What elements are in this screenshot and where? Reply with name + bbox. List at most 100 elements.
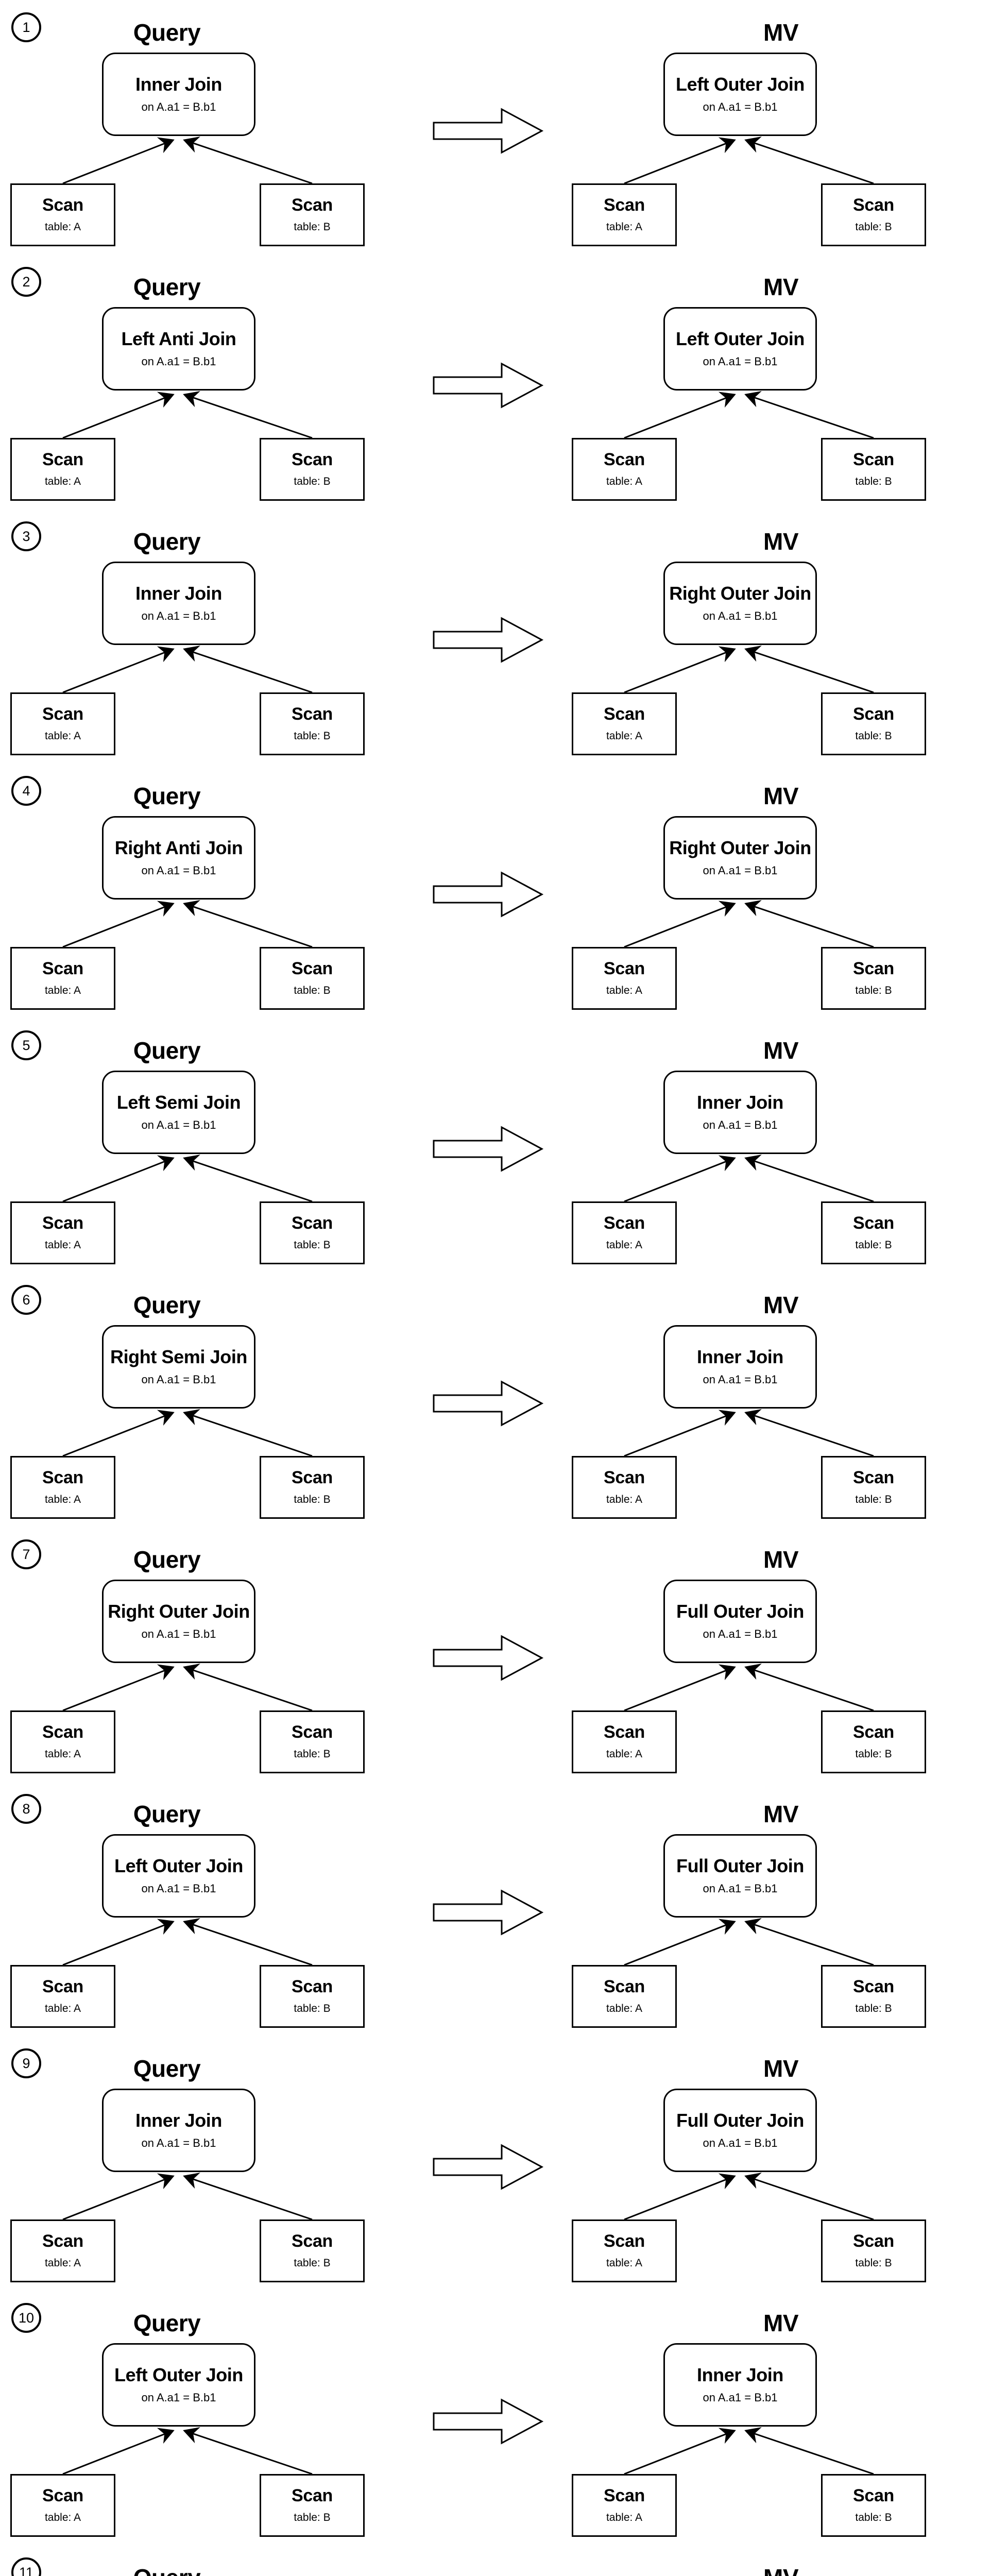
mv-tree-edges [624,1155,874,1202]
query-right-scan-title: Scan [291,195,333,215]
query-panel: Query Left Outer Join on A.a1 = B.b1 [10,1782,391,2036]
mv-join-node: Inner Join on A.a1 = B.b1 [663,1071,817,1154]
mv-tree-edges [624,1409,874,1457]
mv-right-scan-node: Scan table: B [821,692,926,755]
query-left-scan-node: Scan table: A [10,947,115,1010]
mv-join-condition: on A.a1 = B.b1 [703,609,778,622]
query-left-scan-table: table: A [44,1239,81,1251]
query-plan-tree: Inner Join on A.a1 = B.b1 Scan table: A … [10,2086,391,2286]
query-join-title: Inner Join [135,74,223,95]
edge-right-scan-to-join [744,900,874,948]
query-left-scan-node: Scan table: A [10,2474,115,2537]
transform-block-arrow-icon [433,362,544,409]
rule-number-label: 2 [22,274,30,290]
rule-row-10: 10 Query Left Outer Join on A.a1 = B. [0,2291,991,2545]
edge-right-scan-to-join [183,391,313,439]
query-left-scan-title: Scan [42,195,84,215]
mv-left-scan-table: table: A [606,221,643,233]
query-panel: Query Right Semi Join on A.a1 = B.b1 [10,1273,391,1527]
query-right-scan-title: Scan [291,2486,333,2506]
mv-right-scan-node: Scan table: B [821,1965,926,2028]
mv-left-scan-title: Scan [603,1977,645,1997]
query-right-scan-node: Scan table: B [260,947,365,1010]
edge-left-scan-to-join [62,1155,175,1202]
mv-join-condition: on A.a1 = B.b1 [703,1882,778,1895]
mv-right-scan-node: Scan table: B [821,183,926,246]
mv-plan-tree: Left Outer Join on A.a1 = B.b1 Scan tabl… [572,304,953,505]
mv-left-scan-table: table: A [606,984,643,996]
mv-right-scan-node: Scan table: B [821,2219,926,2282]
mv-right-scan-node: Scan table: B [821,1710,926,1773]
edge-right-scan-to-join [183,1409,313,1457]
mv-tree-edges [624,900,874,948]
mv-panel: MV Right Outer Join on A.a1 = B.b1 [572,764,953,1018]
edge-right-scan-to-join [744,2427,874,2475]
mv-left-scan-table: table: A [606,475,643,487]
mv-join-condition: on A.a1 = B.b1 [703,100,778,113]
edge-left-scan-to-join [624,1410,736,1457]
query-right-scan-table: table: B [294,475,331,487]
mv-panel-title: MV [763,2310,799,2336]
mv-right-scan-table: table: B [855,1239,892,1251]
query-right-scan-node: Scan table: B [260,692,365,755]
mv-join-node: Inner Join on A.a1 = B.b1 [663,1325,817,1409]
transform-block-arrow-icon [433,1380,544,1427]
query-left-scan-title: Scan [42,1977,84,1997]
mv-panel-title: MV [763,1801,799,1827]
mv-right-scan-title: Scan [852,2486,895,2506]
edge-left-scan-to-join [624,1155,736,1202]
mv-plan-tree: Right Outer Join on A.a1 = B.b1 Scan tab… [572,558,953,759]
mv-join-condition: on A.a1 = B.b1 [703,2391,778,2404]
query-plan-tree: Left Anti Join on A.a1 = B.b1 Scan table… [10,304,391,505]
transform-block-arrow-icon [433,2398,544,2445]
edge-right-scan-to-join [744,1918,874,1966]
mv-left-scan-title: Scan [603,450,645,470]
query-right-scan-table: table: B [294,730,331,742]
query-left-scan-title: Scan [42,1468,84,1488]
mv-panel: MV Right Outer Join on A.a1 = B.b1 [572,509,953,764]
mv-tree-edges [624,2173,874,2221]
mv-plan-tree: Inner Join on A.a1 = B.b1 Scan table: A … [572,2340,953,2541]
query-right-scan-title: Scan [291,1722,333,1742]
mv-right-scan-node: Scan table: B [821,438,926,501]
mv-right-scan-table: table: B [855,730,892,742]
query-tree-edges [62,1409,313,1457]
query-right-scan-title: Scan [291,1213,333,1233]
query-left-scan-node: Scan table: A [10,1201,115,1264]
edge-left-scan-to-join [624,2428,736,2475]
mv-left-scan-table: table: A [606,1493,643,1505]
query-panel-title: Query [0,2564,357,2576]
rule-row-11: 11 Query Right Outer Join on A.a1 = B [0,2545,991,2576]
query-tree-edges [62,137,313,184]
mv-right-scan-title: Scan [852,959,895,979]
query-right-scan-table: table: B [294,2511,331,2523]
query-join-node: Left Anti Join on A.a1 = B.b1 [102,307,255,391]
edge-left-scan-to-join [62,2428,175,2475]
mv-left-scan-title: Scan [603,959,645,979]
query-left-scan-title: Scan [42,959,84,979]
edge-left-scan-to-join [624,1919,736,1966]
mv-right-scan-table: table: B [855,2002,892,2014]
mv-join-title: Right Outer Join [669,583,811,604]
query-panel-title: Query [133,1037,201,1064]
mv-left-scan-node: Scan table: A [572,438,677,501]
query-join-node: Right Semi Join on A.a1 = B.b1 [102,1325,255,1409]
mv-join-title: Inner Join [696,2364,784,2386]
query-panel-title: Query [133,1546,201,1573]
query-join-node: Right Anti Join on A.a1 = B.b1 [102,816,255,900]
query-left-scan-node: Scan table: A [10,692,115,755]
edge-left-scan-to-join [62,1919,175,1966]
mv-left-scan-title: Scan [603,2231,645,2251]
query-join-condition: on A.a1 = B.b1 [141,1627,216,1640]
edge-left-scan-to-join [624,392,736,439]
query-join-condition: on A.a1 = B.b1 [141,1372,216,1386]
mv-left-scan-table: table: A [606,1748,643,1760]
query-left-scan-table: table: A [44,730,81,742]
edge-right-scan-to-join [183,646,313,693]
rule-number-label: 3 [22,528,30,544]
query-join-node: Inner Join on A.a1 = B.b1 [102,53,255,136]
rule-number-badge: 9 [11,2048,41,2078]
query-left-scan-node: Scan table: A [10,438,115,501]
transform-block-arrow-icon [433,871,544,918]
